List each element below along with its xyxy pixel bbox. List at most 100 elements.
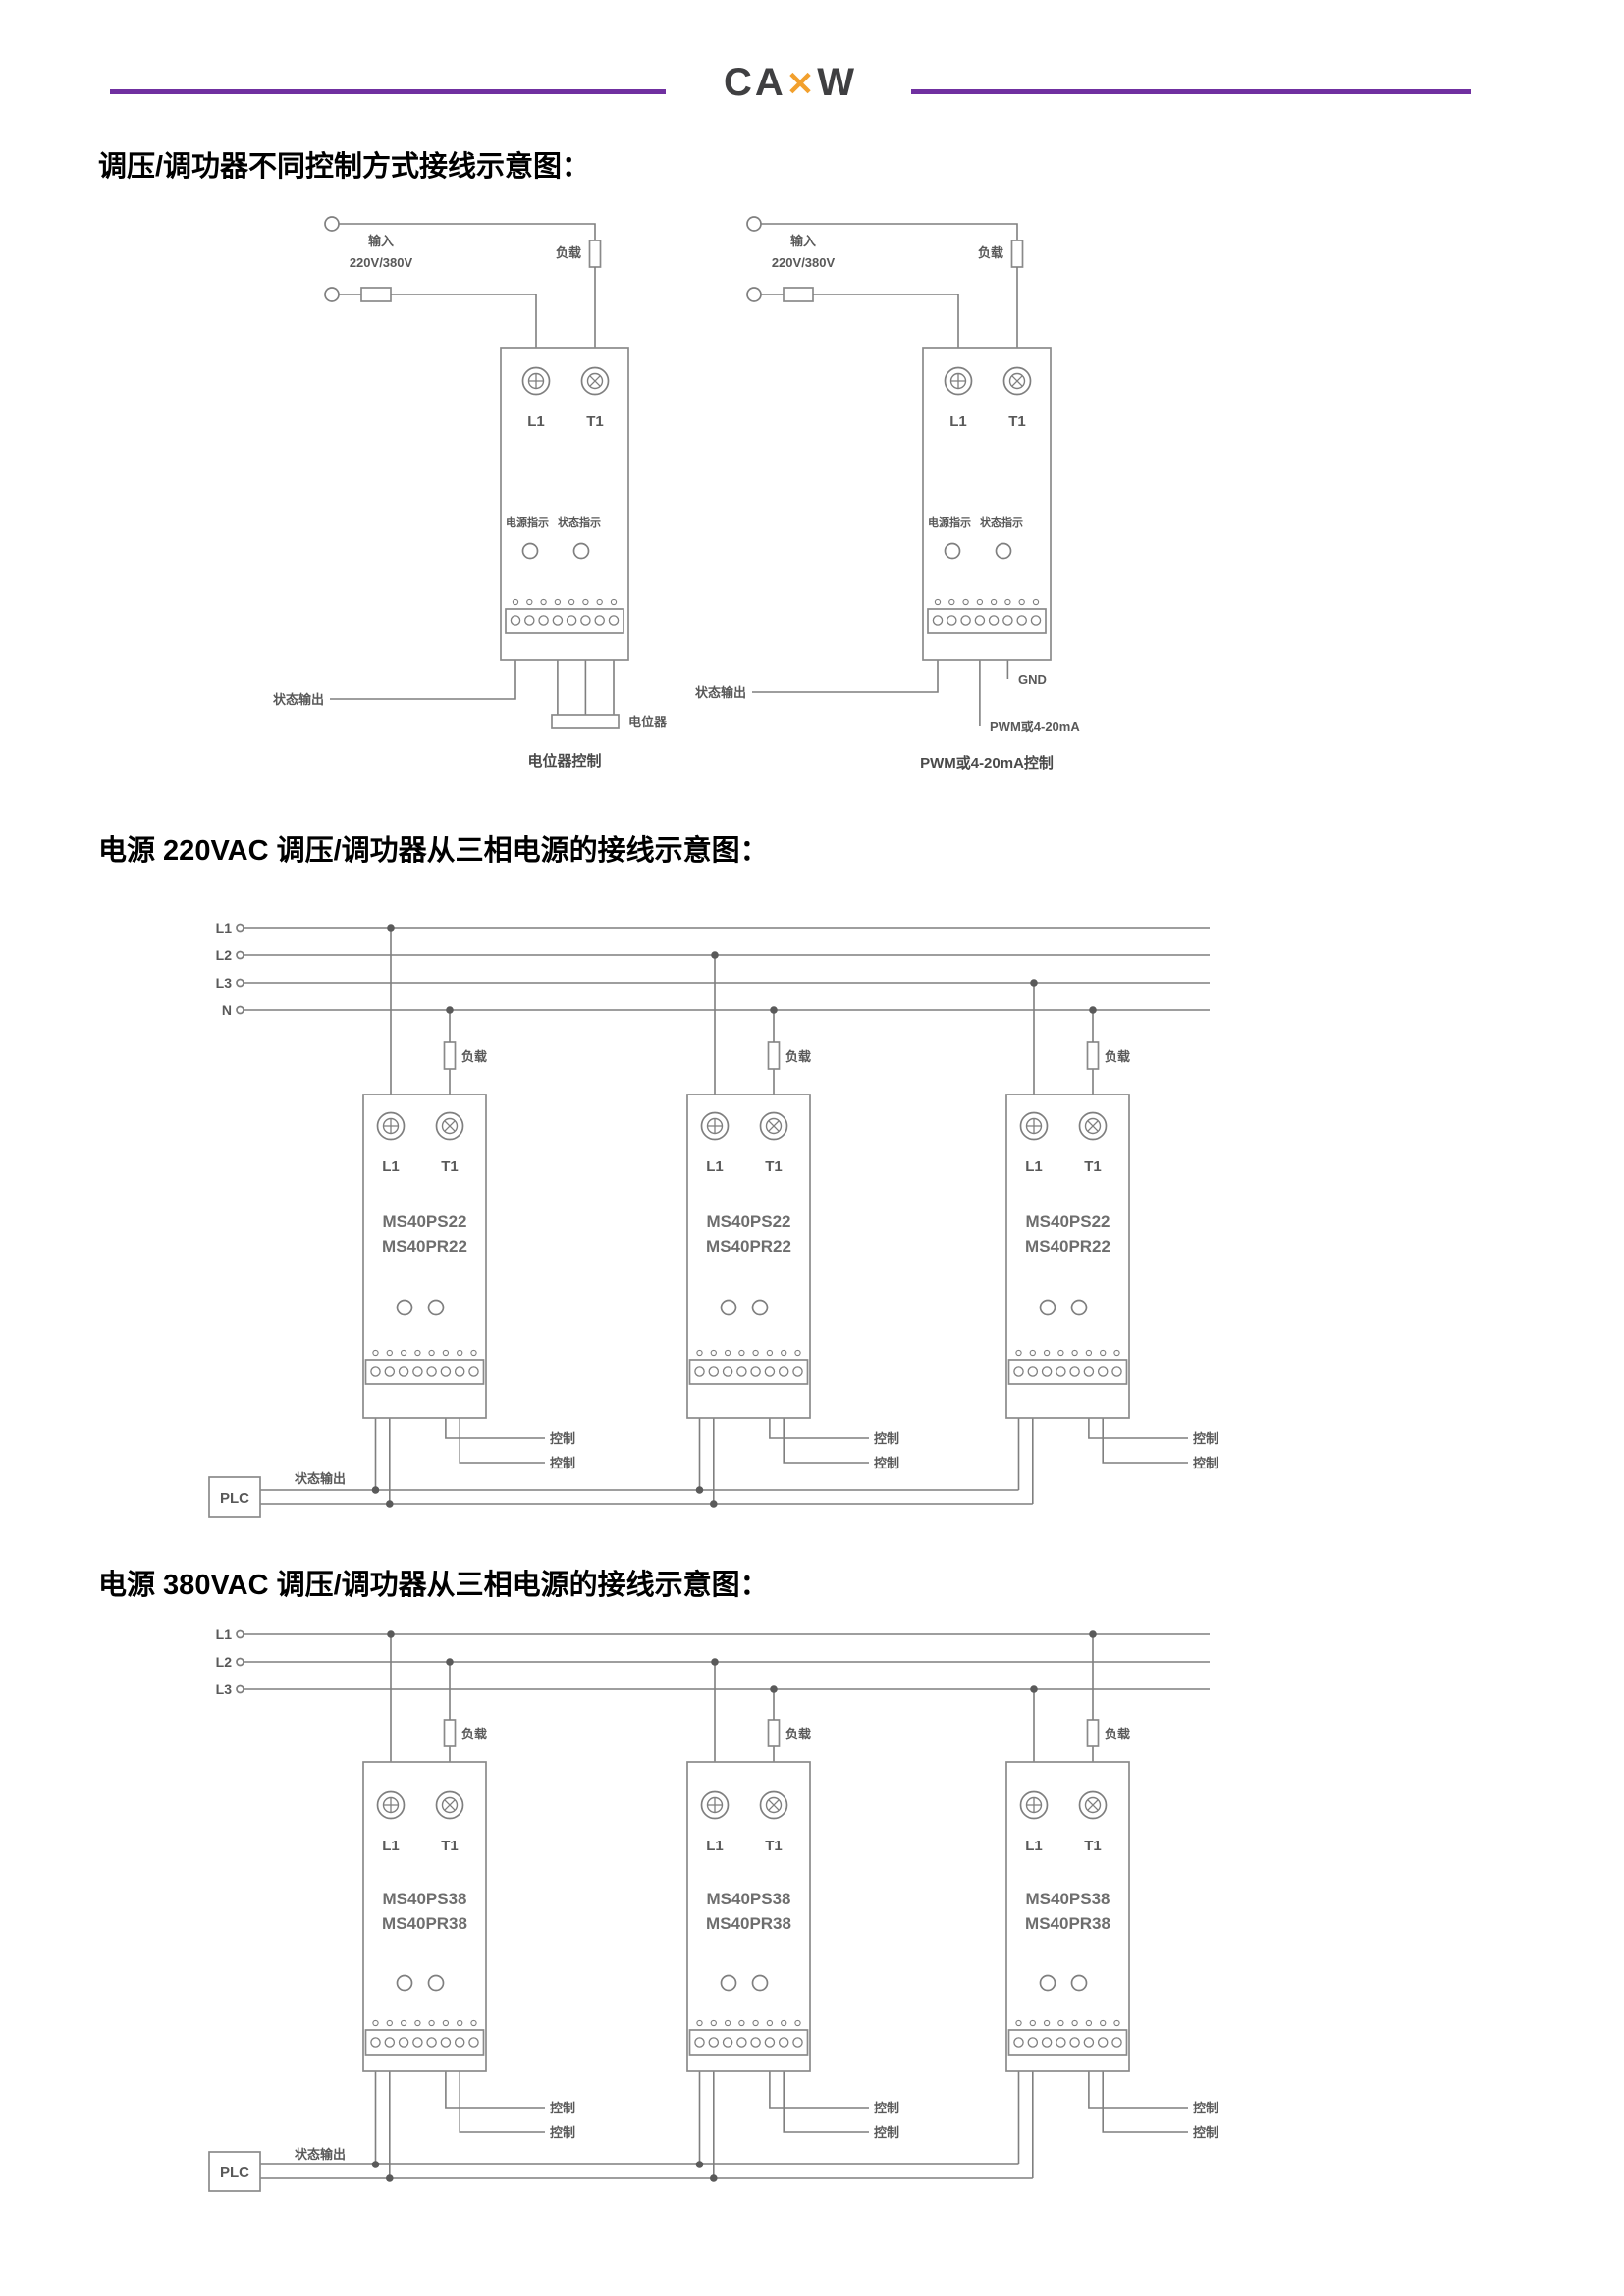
terminal-L1-label: L1 bbox=[527, 413, 545, 430]
three-phase-380vac-diagram: L1 L2 L3 bbox=[208, 1627, 1218, 2192]
control-wires bbox=[445, 2055, 545, 2133]
status-wires bbox=[374, 2055, 1034, 2178]
terminal-L1-icon bbox=[376, 1790, 406, 1820]
wiring bbox=[746, 216, 1024, 726]
junction-dot bbox=[386, 2174, 394, 2182]
model-line2: MS40PR22 bbox=[706, 1237, 791, 1255]
header-rule-left bbox=[110, 89, 666, 94]
indicator-lamp bbox=[427, 1974, 445, 1992]
unit-caption: 电位器控制 bbox=[527, 752, 601, 770]
bus-label-L1: L1 bbox=[216, 920, 233, 935]
load-symbol bbox=[1086, 1719, 1100, 1747]
indicator-lamp bbox=[396, 1299, 413, 1316]
terminal-T1-label: T1 bbox=[441, 1158, 459, 1175]
regulator-device: L1 T1 MS40PS38 MS40PR38 bbox=[686, 1761, 811, 2072]
control-label: 控制 bbox=[1193, 1431, 1218, 1446]
load-label: 负载 bbox=[1105, 1049, 1130, 1064]
section1-title: 调压/调功器不同控制方式接线示意图： bbox=[98, 151, 591, 183]
status-output-wire bbox=[330, 633, 516, 700]
fuse-symbol bbox=[360, 287, 392, 302]
status-indicator-label: 状态指示 bbox=[980, 515, 1023, 529]
bus-lines bbox=[244, 1633, 1210, 1690]
terminal-L1-icon bbox=[1019, 1111, 1049, 1141]
input-label: 输入 bbox=[368, 234, 394, 248]
input-terminal-top bbox=[324, 216, 340, 232]
input-terminal-bottom bbox=[324, 287, 340, 302]
unit-pwm-control: 输入 220V/380V 负载 L1 T1 电源指示 状态指示 状态输出 GND… bbox=[695, 216, 1080, 772]
terminal-T1-label: T1 bbox=[441, 1838, 459, 1854]
status-output-wire bbox=[752, 633, 939, 693]
terminal-T1-label: T1 bbox=[765, 1838, 783, 1854]
terminal-L1-icon bbox=[1019, 1790, 1049, 1820]
terminal-T1-label: T1 bbox=[1008, 413, 1026, 430]
load-symbol bbox=[767, 1719, 781, 1747]
input-label: 输入 bbox=[790, 234, 816, 248]
phase-bus: L1 L2 L3 N bbox=[216, 920, 1210, 1018]
load-symbol bbox=[1010, 240, 1024, 268]
model-line1: MS40PS38 bbox=[707, 1890, 791, 1908]
load-label: 负载 bbox=[461, 1727, 487, 1741]
load-symbol bbox=[767, 1041, 781, 1070]
potentiometer-label: 电位器 bbox=[628, 715, 668, 729]
brand-logo: CA✕W bbox=[677, 61, 903, 105]
indicator-lamp bbox=[720, 1974, 737, 1992]
junction-dot bbox=[446, 1006, 454, 1014]
input-terminal-bottom bbox=[746, 287, 762, 302]
control-label: 控制 bbox=[550, 2101, 575, 2115]
junction-dot bbox=[1089, 1630, 1097, 1638]
regulator-device bbox=[922, 347, 1052, 661]
bus-terminal bbox=[236, 1005, 244, 1015]
status-indicator-label: 状态指示 bbox=[558, 515, 601, 529]
control-label: 控制 bbox=[874, 2125, 899, 2140]
power-indicator-lamp bbox=[521, 542, 539, 560]
status-indicator-lamp bbox=[572, 542, 590, 560]
terminal-T1-label: T1 bbox=[1084, 1158, 1102, 1175]
phase-bus: L1 L2 L3 bbox=[216, 1627, 1210, 1697]
load-symbol bbox=[443, 1041, 457, 1070]
model-line2: MS40PR22 bbox=[1025, 1237, 1110, 1255]
power-indicator-label: 电源指示 bbox=[506, 515, 549, 529]
control-label: 控制 bbox=[1193, 1456, 1218, 1470]
control-label: 控制 bbox=[874, 1456, 899, 1470]
terminal-T1-icon bbox=[435, 1790, 464, 1820]
power-indicator-lamp bbox=[944, 542, 961, 560]
terminal-L1-label: L1 bbox=[949, 413, 967, 430]
load-symbol bbox=[443, 1719, 457, 1747]
gnd-label: GND bbox=[1018, 672, 1047, 687]
junction-dot bbox=[446, 1658, 454, 1666]
logo-x-icon: ✕ bbox=[785, 66, 818, 103]
model-line1: MS40PS22 bbox=[1026, 1212, 1110, 1231]
wire bbox=[339, 223, 596, 240]
potentiometer-symbol bbox=[551, 714, 620, 729]
input-voltage-label: 220V/380V bbox=[772, 255, 836, 270]
bus-label-L3: L3 bbox=[216, 975, 233, 990]
junction-dot bbox=[711, 951, 719, 959]
regulator-device: L1 T1 MS40PS38 MS40PR38 bbox=[1005, 1761, 1130, 2072]
load-label: 负载 bbox=[978, 245, 1003, 260]
junction-dot bbox=[387, 1630, 395, 1638]
indicator-lamp bbox=[1039, 1974, 1056, 1992]
model-line1: MS40PS38 bbox=[383, 1890, 467, 1908]
model-line2: MS40PR22 bbox=[382, 1237, 467, 1255]
three-phase-220vac-diagram: L1 L2 L3 N bbox=[208, 920, 1218, 1518]
section3-title: 电源 380VAC 调压/调功器从三相电源的接线示意图： bbox=[98, 1570, 769, 1601]
pwm-label: PWM或4-20mA bbox=[990, 720, 1080, 734]
junction-dot bbox=[387, 924, 395, 932]
power-indicator-label: 电源指示 bbox=[928, 515, 971, 529]
model-line2: MS40PR38 bbox=[382, 1914, 467, 1933]
regulator-device: L1 T1 MS40PS22 MS40PR22 bbox=[1005, 1094, 1130, 1419]
terminal-L1-label: L1 bbox=[706, 1158, 724, 1175]
terminal-L1-icon bbox=[521, 366, 551, 396]
bus-label-L1: L1 bbox=[216, 1627, 233, 1642]
wire bbox=[813, 294, 959, 368]
input-voltage-label: 220V/380V bbox=[350, 255, 413, 270]
terminal-T1-label: T1 bbox=[1084, 1838, 1102, 1854]
junction-dot bbox=[711, 1658, 719, 1666]
junction-dot bbox=[371, 1486, 380, 1494]
load-label: 负载 bbox=[461, 1049, 487, 1064]
logo-text-left: CA bbox=[723, 61, 786, 104]
model-line1: MS40PS22 bbox=[707, 1212, 791, 1231]
plc-box bbox=[208, 1476, 261, 1518]
load-label: 负载 bbox=[556, 245, 581, 260]
status-output-label: 状态输出 bbox=[295, 2147, 346, 2162]
